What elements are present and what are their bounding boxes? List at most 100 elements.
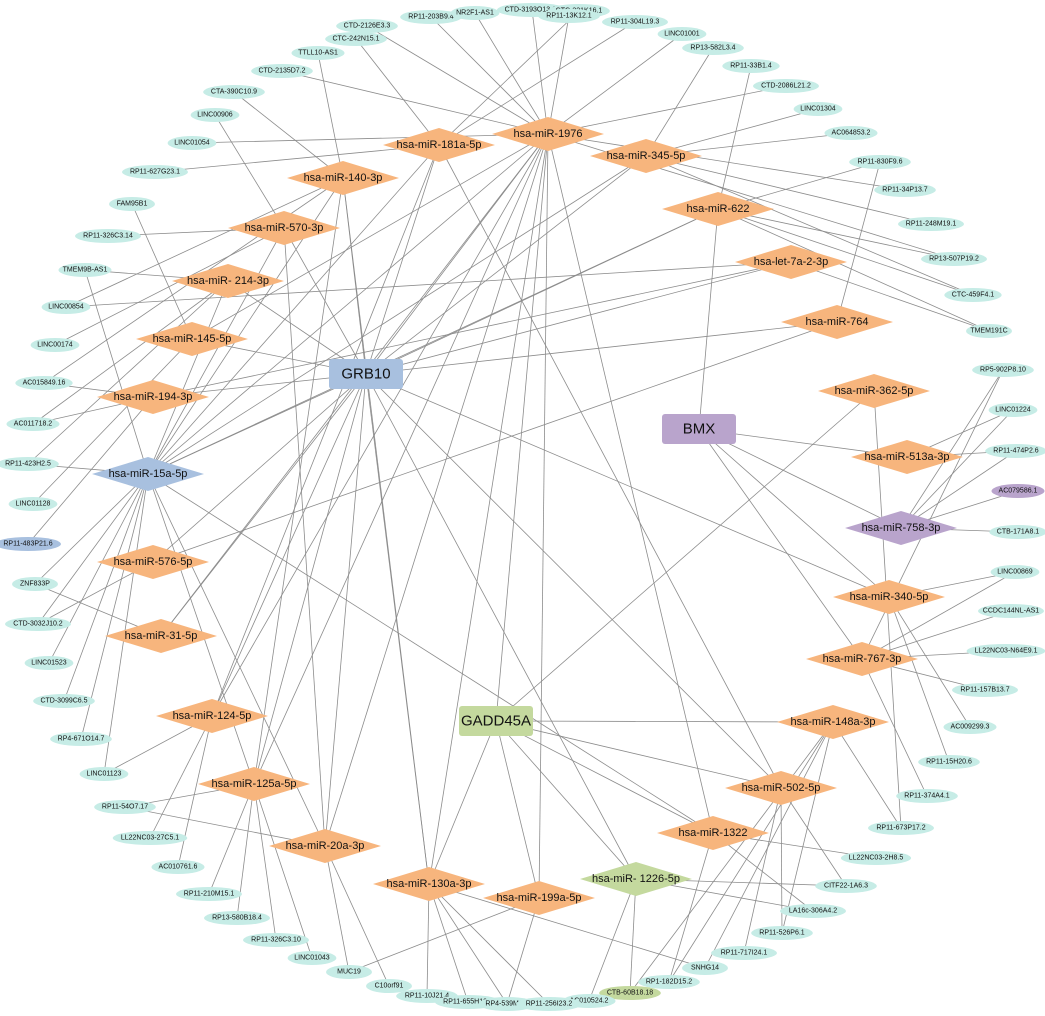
edge [428, 883, 508, 1005]
lncrna-node: AC010761.6 [151, 860, 205, 874]
edge [547, 133, 906, 191]
lncrna-node: RP11-326C3.14 [75, 229, 141, 243]
node-shape [483, 881, 595, 915]
node-label: hsa-miR-145-5p [153, 333, 232, 345]
lncrna-node: CTD-2135D7.2 [251, 64, 313, 78]
edge [147, 473, 714, 834]
edge [900, 450, 1017, 529]
edge [131, 203, 193, 340]
node-label: RP11-256I23.2 [526, 1001, 573, 1008]
node-label: RP11-326C3.10 [251, 937, 301, 944]
mirna-node: hsa-miR- 1226-5p [580, 862, 692, 896]
node-label: LINC01304 [800, 106, 836, 113]
edge [253, 373, 367, 785]
edge [698, 428, 902, 529]
node-label: hsa-miR-345-5p [607, 150, 686, 162]
node-shape [251, 64, 313, 78]
edge [37, 473, 149, 625]
edge [438, 144, 782, 789]
mirna-node: hsa-miR-362-5p [818, 374, 930, 408]
edge [365, 261, 792, 375]
edge [191, 133, 549, 144]
edge [790, 261, 990, 332]
lncrna-node: LINC01054 [167, 136, 217, 150]
edge [283, 227, 326, 847]
node-shape [0, 537, 61, 551]
edge [645, 155, 974, 296]
edge [704, 721, 834, 969]
edge [629, 878, 637, 994]
node-label: hsa-miR- 214-3p [187, 275, 269, 287]
node-label: RP11-374A4.1 [904, 793, 950, 800]
node-shape [366, 979, 412, 993]
node-shape [657, 27, 707, 41]
node-label: RP11-34P13.7 [882, 187, 928, 194]
lncrna-node: CCDC144NL-AS1 [978, 604, 1044, 618]
node-shape [874, 183, 936, 197]
node-label: hsa-miR-140-3p [304, 172, 383, 184]
node-label: LL22NC03-2H8.5 [849, 855, 904, 862]
edge [780, 787, 847, 887]
node-label: RP11-304L19.3 [611, 19, 660, 26]
edge [365, 144, 440, 375]
edge [668, 832, 714, 983]
mirna-node: hsa-miR-181a-5p [383, 128, 495, 162]
node-shape [851, 440, 963, 474]
lncrna-node: CTD-2126E3.3 [336, 19, 398, 33]
edge [348, 897, 540, 973]
node-label: LINC01123 [87, 771, 122, 778]
node-label: CTB-60B18.18 [607, 990, 653, 997]
node-label: hsa-miR-1976 [513, 128, 582, 140]
node-shape [806, 642, 918, 676]
node-label: CTC-459F4.1 [952, 292, 995, 299]
node-label: hsa-let-7a-2-3p [754, 256, 829, 268]
edge [365, 373, 890, 598]
node-label: hsa-miR-1322 [678, 827, 747, 839]
lncrna-node: RP11-673P17.2 [868, 821, 934, 835]
edge [54, 227, 285, 346]
node-shape [896, 789, 958, 803]
node-label: RP11-326C3.14 [83, 233, 133, 240]
edge [900, 409, 1014, 529]
edge [191, 133, 549, 340]
edge [717, 208, 990, 332]
node-shape [682, 961, 728, 975]
node-shape [41, 300, 91, 314]
edge [495, 720, 540, 899]
node-shape [988, 403, 1038, 417]
node-shape [966, 644, 1045, 658]
node-shape [172, 264, 284, 298]
edge [428, 883, 550, 1005]
mirna-node: hsa-miR-1976 [492, 117, 604, 151]
lncrna-node: LINC01128 [8, 497, 58, 511]
edge [211, 144, 440, 717]
edge [48, 473, 149, 664]
mirna-node: hsa-miR-124-5p [156, 699, 268, 733]
edge [317, 52, 344, 179]
edge [214, 114, 285, 229]
edge [147, 227, 285, 475]
node-shape [818, 374, 930, 408]
lncrna-node: LL22NC03-2H8.5 [840, 851, 912, 865]
lncrna-node: CTD-3032J10.2 [5, 617, 71, 631]
lncrna-node: LINC01224 [988, 403, 1038, 417]
node-label: FAM95B1 [117, 201, 148, 208]
node-label: C10orf91 [375, 983, 404, 990]
node-label: RP13-582L3.4 [690, 45, 735, 52]
node-label: RP1-182D15.2 [646, 979, 692, 986]
node-label: ZNF833P [20, 581, 50, 588]
edge [147, 144, 440, 475]
node-shape [780, 904, 846, 918]
node-label: RP11-717I24.1 [721, 950, 768, 957]
mirna-node: hsa-miR-15a-5p [92, 457, 204, 491]
lncrna-node: LL22NC03-N64E9.1 [966, 644, 1045, 658]
lncrna-node: SNHG14 [682, 961, 728, 975]
lncrna-node: RP11-526P6.1 [751, 926, 813, 940]
node-shape [291, 46, 345, 60]
node-label: hsa-miR-622 [687, 203, 750, 215]
node-label: RP4-671O14.7 [58, 736, 105, 743]
node-label: AC009299.3 [951, 724, 990, 731]
node-label: AC010761.6 [159, 864, 198, 871]
edge [253, 133, 549, 785]
edge [645, 47, 714, 157]
